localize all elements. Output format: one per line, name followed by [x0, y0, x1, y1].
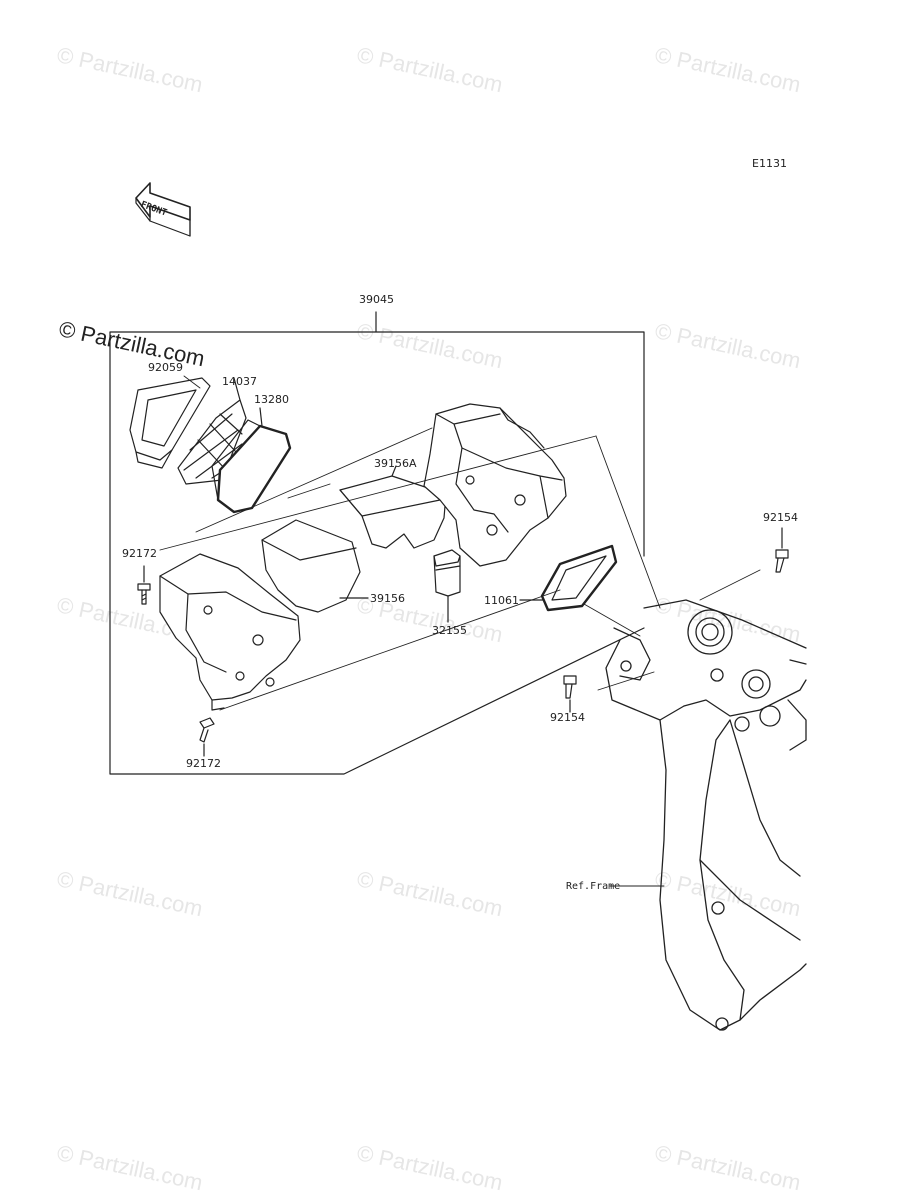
- callout-92059[interactable]: 92059: [148, 361, 183, 374]
- part-upper-housing: [423, 403, 567, 567]
- part-39156: [261, 519, 369, 613]
- part-92154-left: [563, 675, 577, 713]
- leader-lines: [159, 375, 761, 887]
- part-92172-bottom: [199, 717, 215, 757]
- part-92154-right: [775, 527, 789, 573]
- callout-13280[interactable]: 13280: [254, 393, 289, 406]
- part-13280: [211, 407, 292, 514]
- callout-ref-frame[interactable]: Ref.Frame: [566, 881, 621, 892]
- callout-92172-top[interactable]: 92172: [122, 547, 157, 560]
- callout-11061[interactable]: 11061: [484, 594, 519, 607]
- callout-39156A[interactable]: 39156A: [374, 457, 417, 470]
- part-92172-top: [137, 565, 151, 605]
- diagram-code: E1131: [752, 157, 787, 170]
- assembly-bracket: [109, 311, 645, 775]
- callout-92154-left[interactable]: 92154: [550, 711, 585, 724]
- callout-32155[interactable]: 32155: [432, 624, 467, 637]
- callout-14037[interactable]: 14037: [222, 375, 257, 388]
- callout-92172-bottom[interactable]: 92172: [186, 757, 221, 770]
- part-lower-housing: [159, 553, 301, 711]
- part-11061: [519, 544, 618, 612]
- part-14037: [177, 377, 247, 485]
- front-arrow-icon: [135, 182, 191, 237]
- callout-39156[interactable]: 39156: [370, 592, 405, 605]
- ref-frame-drawing: [605, 599, 807, 1031]
- part-32155: [433, 549, 461, 623]
- callout-92154-right[interactable]: 92154: [763, 511, 798, 524]
- callout-39045[interactable]: 39045: [359, 293, 394, 306]
- part-92059: [129, 377, 211, 469]
